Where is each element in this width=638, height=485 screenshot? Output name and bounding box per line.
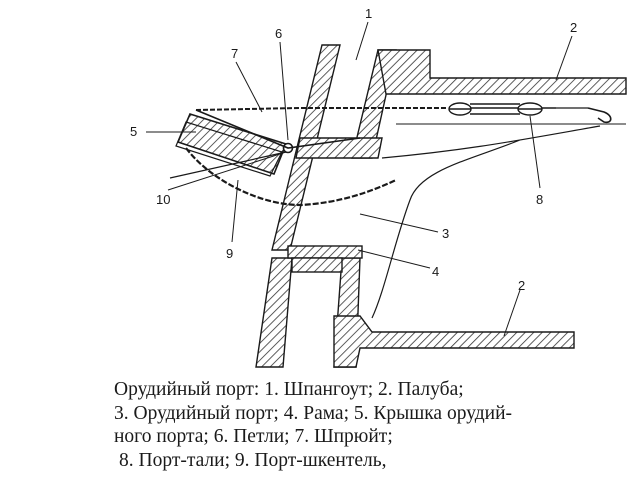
caption-line-3: ного порта; 6. Петли; 7. Шпрюйт;: [114, 426, 393, 447]
hull-structure: [255, 44, 627, 368]
leader-lines: [146, 21, 573, 337]
frame-outer-lower: [255, 257, 293, 368]
hull-inner-curve: [371, 125, 601, 319]
label-2-upper: 2: [570, 20, 577, 35]
caption-line-4: 8. Порт-тали; 9. Порт-шкентель,: [119, 449, 387, 471]
tackle-blocks: [448, 102, 543, 116]
label-8: 8: [536, 192, 543, 207]
label-4: 4: [432, 264, 439, 279]
lid-to-hinge: [169, 151, 287, 179]
rigging: [169, 107, 588, 207]
label-7: 7: [231, 46, 238, 61]
port-lid: [175, 113, 288, 177]
spruit-rope: [195, 109, 361, 149]
label-1: 1: [365, 6, 372, 21]
figure-caption: Орудийный порт: 1. Шпангоут; 2. Палуба; …: [114, 378, 634, 472]
label-3: 3: [442, 226, 449, 241]
label-9: 9: [226, 246, 233, 261]
labels: 1 2 6 7 5 10 8 9 3 4 2: [130, 6, 577, 293]
caption-line-1: Орудийный порт: 1. Шпангоут; 2. Палуба;: [114, 379, 464, 400]
label-2-lower: 2: [518, 278, 525, 293]
label-6: 6: [275, 26, 282, 41]
gun-port-diagram: 1 2 6 7 5 10 8 9 3 4 2: [130, 6, 627, 368]
hook-icon: [587, 107, 612, 124]
label-10: 10: [156, 192, 170, 207]
port-frame-sill: [287, 245, 363, 259]
port-sill-block: [291, 257, 343, 273]
port-pendant: [185, 147, 397, 207]
caption-line-2: 3. Орудийный порт; 4. Рама; 5. Крышка ор…: [114, 402, 513, 424]
lower-deck: [333, 315, 575, 368]
label-5: 5: [130, 124, 137, 139]
upper-deck: [377, 49, 627, 95]
